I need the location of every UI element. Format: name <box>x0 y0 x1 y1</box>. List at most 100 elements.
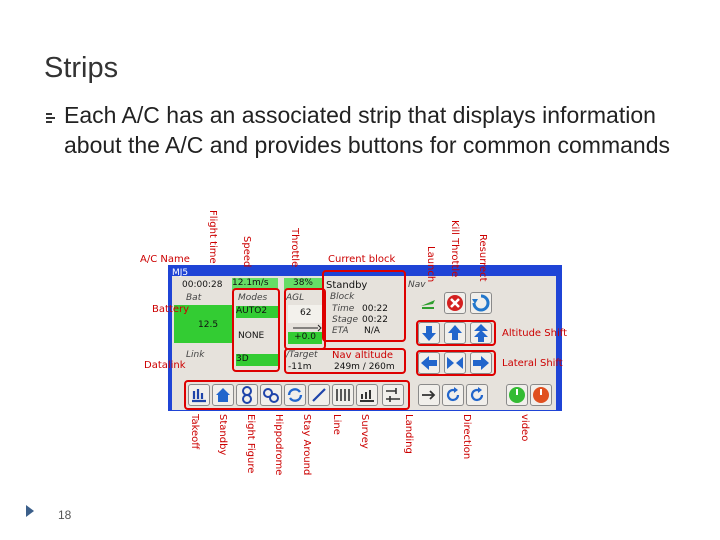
annot-survey: Survey <box>359 414 370 449</box>
standby-button[interactable] <box>212 384 234 406</box>
annot-landing: Landing <box>403 414 414 454</box>
kill-icon <box>447 295 463 311</box>
annot-altitude-shift: Altitude Shift <box>502 328 567 339</box>
video-button[interactable] <box>530 384 552 406</box>
takeoff-icon <box>192 389 206 403</box>
agl-box <box>288 305 324 323</box>
extra-block-button-3[interactable] <box>466 384 488 406</box>
link-label: Link <box>186 350 205 360</box>
eight-figure-button[interactable] <box>236 384 258 406</box>
lateral-left-button[interactable] <box>418 352 440 374</box>
annot-takeoff: Takeoff <box>189 414 200 450</box>
lateral-right-button[interactable] <box>470 352 492 374</box>
battery-box <box>174 305 232 343</box>
annot-flight-time: Flight time <box>207 210 218 264</box>
altitude-shift-highlight <box>416 320 496 346</box>
annot-standby: Standby <box>217 414 228 456</box>
annot-ac-name: A/C Name <box>140 254 190 265</box>
eta-label: ETA <box>332 326 349 336</box>
figure-eight-icon <box>242 386 252 404</box>
launch-icon[interactable] <box>418 292 438 312</box>
annot-lateral-shift: Lateral Shift <box>502 358 563 369</box>
survey-icon <box>336 389 350 401</box>
refresh-icon <box>470 387 484 402</box>
landing-icon <box>360 390 374 402</box>
agl-value: 62 <box>300 308 312 318</box>
extra-block-button-2[interactable] <box>442 384 464 406</box>
annot-stay-around: Stay Around <box>301 414 312 476</box>
block-buttons-highlight <box>184 380 410 410</box>
speed-value: 12.1m/s <box>232 278 278 290</box>
flight-time-value: 00:00:28 <box>182 280 223 290</box>
annot-eight-figure: Eight Figure <box>245 414 256 474</box>
agl-highlight <box>284 288 326 350</box>
home-icon <box>216 388 230 402</box>
page-number: 18 <box>58 508 72 522</box>
throttle-value: 38% <box>284 278 322 290</box>
extra-block-button-1[interactable] <box>418 384 440 406</box>
annot-direction: Direction <box>461 414 472 460</box>
forward-icon <box>422 390 436 400</box>
bat-value: 12.5 <box>198 320 219 330</box>
agl-delta: +0.0 <box>288 332 322 344</box>
altitude-up-button[interactable] <box>444 322 466 344</box>
arrow-left-icon <box>421 356 437 370</box>
direction-go-button[interactable] <box>506 384 528 406</box>
lateral-center-button[interactable] <box>444 352 466 374</box>
annot-hippodrome: Hippodrome <box>273 414 284 476</box>
annot-speed: Speed <box>241 236 252 268</box>
nav-label: Nav <box>408 280 426 290</box>
annot-datalink: Datalink <box>144 360 186 371</box>
stage-label: Stage <box>332 315 359 325</box>
annot-throttle: Throttle <box>289 228 300 268</box>
landing-button[interactable] <box>356 384 378 406</box>
block-name: Standby <box>326 280 368 291</box>
agl-arrow-icon <box>293 324 322 332</box>
bullet-text: Each A/C has an associated strip that di… <box>64 102 670 158</box>
line-icon <box>312 388 326 402</box>
annot-launch: Launch <box>425 246 436 283</box>
arrows-center-icon <box>447 357 463 369</box>
arrow-down-icon <box>422 326 436 341</box>
refresh-icon <box>446 387 460 402</box>
target-label: /Target <box>286 350 318 360</box>
current-block-highlight <box>322 270 406 342</box>
modes-highlight <box>232 288 280 372</box>
annot-line: Line <box>331 414 342 435</box>
annot-nav-altitude: Nav altitude <box>332 350 394 361</box>
bat-label: Bat <box>186 293 202 303</box>
power-red-icon <box>533 387 549 403</box>
arrow-right-icon <box>473 356 489 370</box>
time-value: 00:22 <box>362 304 388 314</box>
mode-auto: AUTO2 <box>236 306 280 318</box>
hippodrome-icon <box>263 388 279 403</box>
route-icon <box>386 388 400 402</box>
altitude-up-fast-button[interactable] <box>470 322 492 344</box>
bullet-icon <box>46 113 55 123</box>
hippodrome-button[interactable] <box>260 384 282 406</box>
takeoff-button[interactable] <box>188 384 210 406</box>
direction-button[interactable] <box>382 384 404 406</box>
survey-button[interactable] <box>332 384 354 406</box>
resurrect-icon <box>472 294 490 312</box>
arrow-up-icon <box>448 325 462 340</box>
arrow-up-double-icon <box>474 324 488 342</box>
line-button[interactable] <box>308 384 330 406</box>
power-green-icon <box>509 387 525 403</box>
ac-name-value: MJ5 <box>172 268 189 278</box>
mode-lateral: NONE <box>238 331 265 341</box>
annot-kill-throttle: Kill Throttle <box>449 220 460 278</box>
resurrect-button[interactable] <box>470 292 492 314</box>
altitude-down-button[interactable] <box>418 322 440 344</box>
stay-around-button[interactable] <box>284 384 306 406</box>
nav-altitude-highlight <box>284 348 406 374</box>
modes-label: Modes <box>238 293 268 303</box>
circle-arrows-icon <box>287 388 303 402</box>
distance-value: 249m / 260m <box>334 362 395 372</box>
time-label: Time <box>332 304 355 314</box>
stage-value: 00:22 <box>362 315 388 325</box>
block-label: Block <box>330 292 355 302</box>
annot-battery: Battery <box>152 304 190 315</box>
kill-throttle-button[interactable] <box>444 292 466 314</box>
annot-resurrect: Resurrect <box>477 234 488 282</box>
